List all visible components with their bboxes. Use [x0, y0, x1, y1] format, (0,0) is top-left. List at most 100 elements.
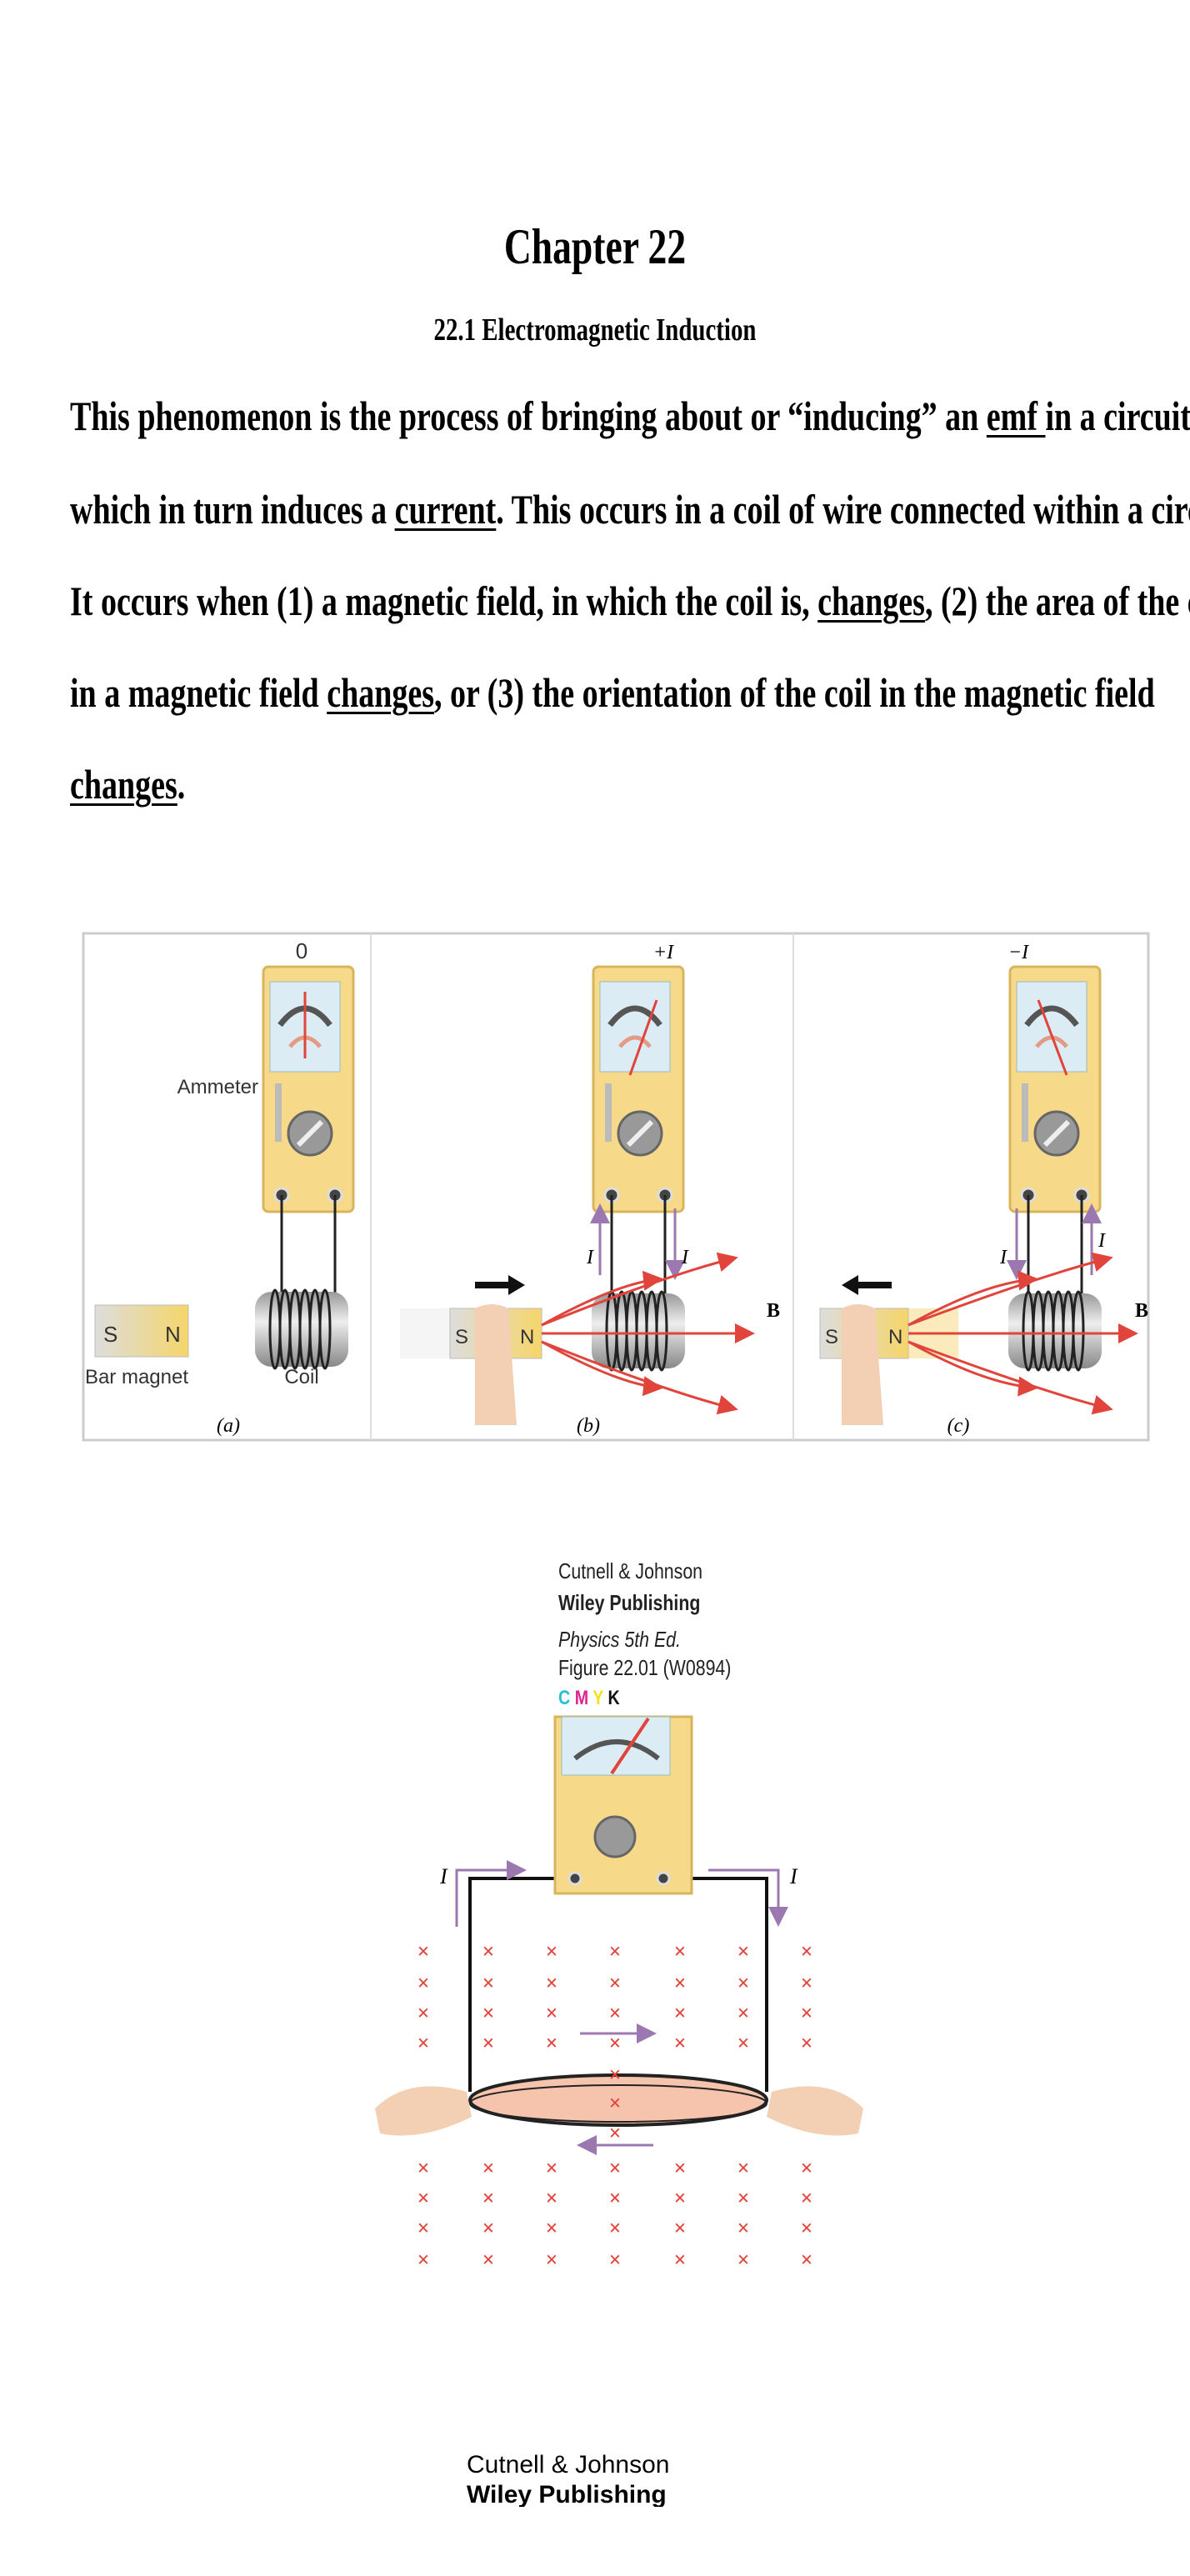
field-lines [908, 1252, 1138, 1415]
field-x-mark: × [482, 2186, 495, 2210]
right-hand-icon [767, 2086, 863, 2136]
field-x-mark: × [801, 1939, 813, 1963]
field-x-mark: × [609, 2186, 622, 2210]
field-x-mark: × [546, 1939, 558, 1963]
ammeter-icon [593, 967, 683, 1212]
svg-text:I: I [681, 1247, 689, 1268]
field-x-mark: × [801, 2031, 813, 2055]
paragraph-line-1: This phenomenon is the process of bringi… [70, 392, 1190, 440]
underlined-term: changes [818, 578, 925, 624]
svg-text:0: 0 [296, 938, 308, 963]
field-x-mark: × [418, 1939, 430, 1963]
field-x-mark: × [674, 2216, 687, 2240]
svg-text:Ammeter: Ammeter [178, 1076, 258, 1098]
field-x-mark: × [546, 2156, 558, 2180]
underlined-term: changes [70, 761, 178, 808]
field-x-mark: × [674, 2248, 687, 2272]
svg-text:I: I [586, 1247, 594, 1268]
field-x-mark: × [674, 1939, 687, 1963]
cmyk-marks: C M Y K [558, 1687, 620, 1709]
field-x-mark: × [609, 2031, 622, 2055]
field-x-mark: × [738, 2186, 750, 2210]
text-run: in a magnetic field [70, 669, 328, 716]
field-x-mark: × [418, 2248, 430, 2272]
svg-text:N: N [888, 1326, 902, 1348]
coil-icon [1007, 1290, 1103, 1372]
field-x-mark: × [738, 2031, 750, 2055]
ammeter-icon [1010, 967, 1100, 1212]
field-x-mark: × [674, 2156, 687, 2180]
credit-publisher: Wiley Publishing [558, 1590, 701, 1615]
svg-text:+I: +I [653, 942, 674, 963]
underlined-term: emf [986, 393, 1046, 439]
field-x-mark: × [546, 2031, 558, 2055]
ammeter-icon [263, 967, 353, 1212]
panel-c: I I S N B −I (c) [819, 942, 1148, 1437]
field-x-mark: × [738, 2156, 750, 2180]
bottom-credit-publisher: Wiley Publishing [467, 2481, 667, 2507]
coil-icon [590, 1290, 687, 1372]
svg-text:Coil: Coil [284, 1366, 318, 1388]
field-x-mark: × [738, 2248, 750, 2272]
figure-2: × × × × × × × × × × × × × × × × × × × × × × × × × × × × × × × × × × × × × × × ×… [375, 1715, 863, 2272]
field-x-mark: × [482, 2031, 495, 2055]
arrow-left-icon [842, 1275, 892, 1295]
section-title: 22.1 Electromagnetic Induction [433, 313, 757, 348]
field-x-mark: × [546, 2186, 558, 2210]
figure-1-frame [82, 932, 1150, 1442]
bottom-credit-authors: Cutnell & Johnson [467, 2451, 670, 2478]
field-x-mark: × [482, 1971, 495, 1995]
field-x-mark: × [482, 2248, 495, 2272]
field-x-mark: × [418, 2031, 430, 2055]
field-x-mark: × [546, 2248, 558, 2272]
field-x-mark: × [609, 2216, 622, 2240]
field-x-mark: × [482, 2001, 495, 2025]
field-x-mark: × [674, 2001, 687, 2025]
svg-text:S: S [825, 1326, 838, 1348]
field-x-mark: × [801, 2216, 813, 2240]
svg-text:B: B [767, 1300, 780, 1322]
paragraph-line-2: which in turn induces a current. This oc… [70, 485, 1190, 533]
svg-text:B: B [1135, 1300, 1148, 1322]
paragraph-line-3: It occurs when (1) a magnetic field, in … [70, 577, 1190, 625]
text-run: which in turn induces a [70, 486, 395, 533]
coil-icon [253, 1288, 350, 1370]
hand-icon [475, 1304, 517, 1425]
field-lines [541, 1252, 755, 1415]
panel-b: I I S N B +I (b) [400, 942, 780, 1437]
bar-magnet-icon [94, 1304, 189, 1358]
left-hand-icon [375, 2086, 472, 2136]
field-x-mark: × [674, 1971, 687, 1995]
panel-a: S N 0 Ammeter Bar magnet Coil (a) [85, 938, 353, 1437]
field-x-mark: × [418, 1971, 430, 1995]
field-x-mark: × [738, 2001, 750, 2025]
field-x-mark: × [482, 1939, 495, 1963]
field-x-mark: × [418, 2156, 430, 2180]
field-x-mark: × [609, 2063, 622, 2087]
field-x-mark: × [801, 2248, 813, 2272]
svg-text:(b): (b) [577, 1415, 600, 1437]
svg-text:Bar magnet: Bar magnet [85, 1366, 188, 1388]
svg-text:I: I [789, 1864, 798, 1888]
field-x-mark: × [482, 2156, 495, 2180]
text-run: . This occurs in a coil of wire connecte… [496, 486, 1190, 533]
field-x-mark: × [609, 1971, 622, 1995]
field-x-mark: × [674, 2186, 687, 2210]
field-x-mark: × [546, 2216, 558, 2240]
arrow-right-icon [475, 1275, 525, 1295]
field-x-mark: × [801, 2001, 813, 2025]
svg-text:S: S [455, 1326, 468, 1348]
text-run: in a circuit [1045, 393, 1190, 439]
field-x-mark: × [609, 2121, 622, 2145]
field-x-mark: × [609, 2156, 622, 2180]
field-x-mark: × [609, 2248, 622, 2272]
svg-text:I: I [999, 1247, 1008, 1268]
field-x-mark: × [674, 2031, 687, 2055]
underlined-term: current [394, 486, 497, 533]
paragraph-line-4: in a magnetic field changes, or (3) the … [70, 668, 1155, 717]
text-run: , (2) the area of the coil [924, 578, 1190, 624]
svg-text:S: S [103, 1322, 118, 1347]
svg-text:I: I [439, 1864, 448, 1888]
text-run: This phenomenon is the process of bringi… [70, 393, 987, 439]
